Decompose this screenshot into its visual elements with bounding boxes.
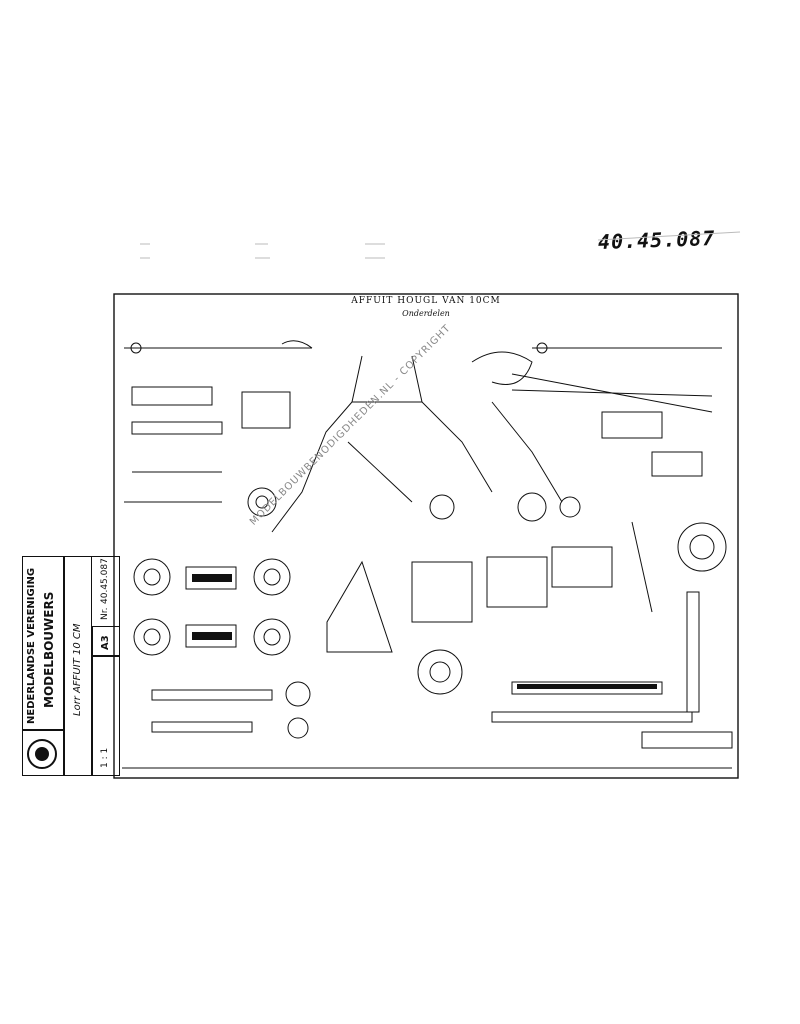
organization-name-line2: MODELBOUWERS [42, 591, 56, 708]
drawing-name: Lorr AFFUIT 10 CM [72, 623, 83, 716]
nvm-logo [22, 730, 64, 776]
drawing-title: AFFUIT HOUGL VAN 10CM [351, 296, 501, 306]
scan-artifacts [140, 231, 741, 259]
title-block: NEDERLANDSE VERENIGING MODELBOUWERS Lorr… [22, 556, 120, 776]
sheet-format: A3 [100, 635, 111, 650]
logo-emblem-icon [27, 739, 57, 769]
drawing-subtitle: Onderdelen [402, 309, 450, 318]
sheet-number: 40.45.087 [100, 558, 110, 604]
drawing-linework [113, 293, 739, 779]
sheet-number-label: Nr. [100, 607, 110, 620]
engineering-drawing [112, 292, 740, 780]
scale-value: 1 : 1 [100, 747, 110, 768]
organization-name-line1: NEDERLANDSE VERENIGING [26, 567, 37, 724]
